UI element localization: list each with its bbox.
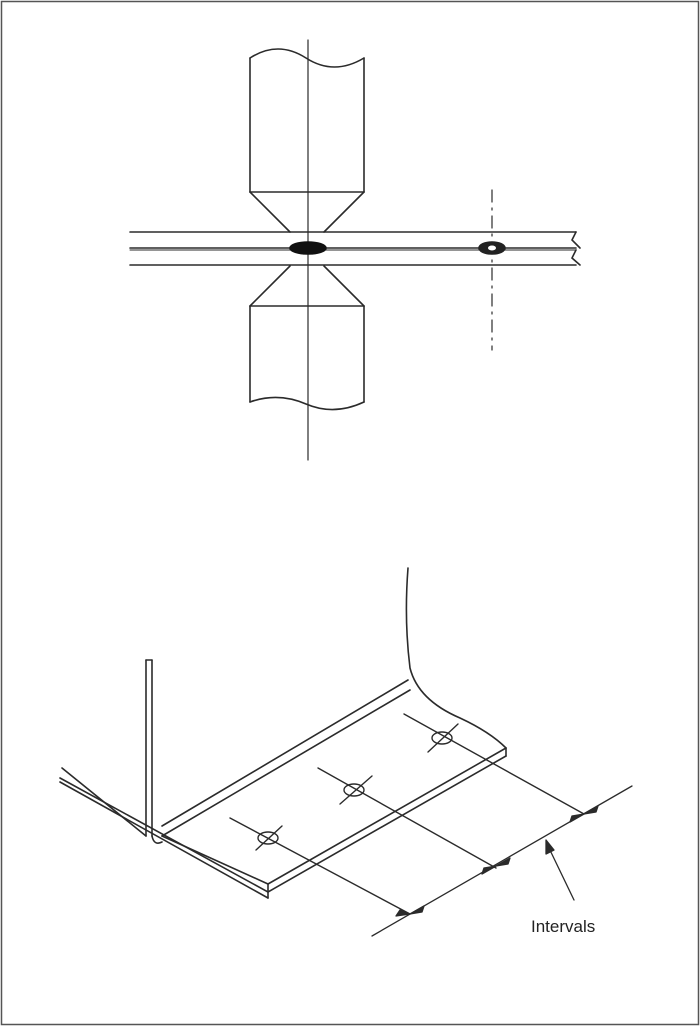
workpiece-sheets <box>129 231 581 266</box>
upper-plate-back-edge <box>161 679 409 827</box>
interval-dimension-line <box>371 785 633 937</box>
weld-spot-icon <box>478 189 506 351</box>
curved-upright <box>405 567 507 749</box>
intervals-leader-arrow <box>545 839 575 901</box>
weld-spot-3 <box>403 713 585 815</box>
weld-nugget-active <box>289 241 327 255</box>
weld-spot-1 <box>229 817 411 915</box>
lower-electrode-icon <box>249 265 365 411</box>
weld-spot-2 <box>317 767 497 869</box>
intervals-label: Intervals <box>531 917 595 936</box>
weld-spots-row <box>229 713 585 915</box>
spot-weld-cross-section <box>129 39 581 461</box>
bracket-isometric-view <box>59 567 633 937</box>
upper-plate-right-edge <box>267 747 507 885</box>
upper-electrode-icon <box>249 48 365 233</box>
